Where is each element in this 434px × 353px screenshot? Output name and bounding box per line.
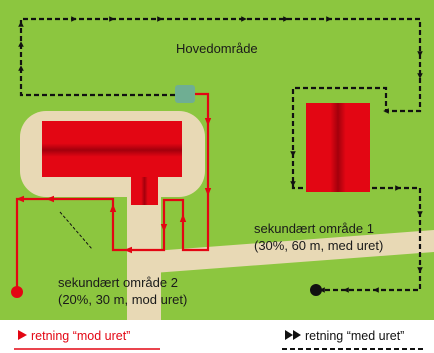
charging-station [175,85,195,103]
house-secondary [306,103,370,192]
label-main-area: Hovedområde [176,41,258,56]
wire-end-red [11,286,23,298]
label-secondary-area-1-details: (30%, 60 m, med uret) [254,238,383,253]
legend-counterclockwise: retning “mod uret” [14,329,160,350]
wire-end-black [310,284,322,296]
house-main [42,121,182,205]
label-secondary-area-2-details: (20%, 30 m, mod uret) [58,292,187,307]
legend-clockwise: retning “med uret” [282,329,425,350]
legend-clockwise-label: retning “med uret” [305,329,404,343]
label-secondary-area-2: sekundært område 2 [58,275,178,290]
double-chevron-icon [285,330,301,340]
leader-line-area-2 [59,211,93,250]
red-triangle-icon [18,330,27,340]
label-secondary-area-1: sekundært område 1 [254,221,374,236]
legend-counterclockwise-label: retning “mod uret” [31,329,130,343]
wire-clockwise-main [19,17,422,190]
